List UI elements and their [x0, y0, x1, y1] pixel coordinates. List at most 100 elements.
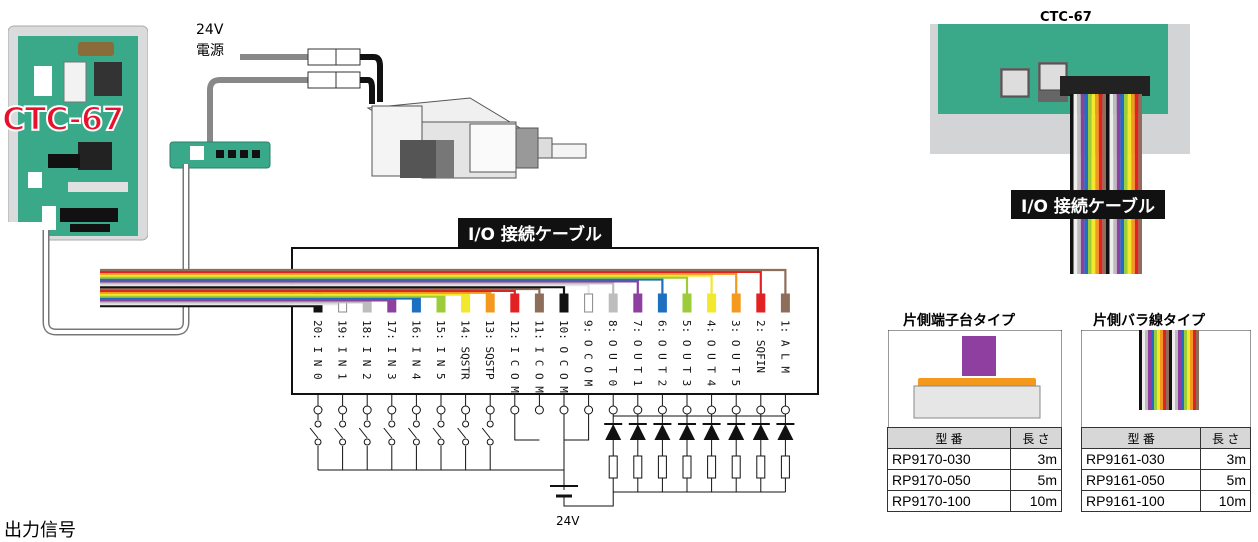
- wire-end: [658, 294, 666, 312]
- loose-type-photo: [1081, 330, 1251, 428]
- pin-label: 3: O U T 5: [729, 320, 742, 386]
- ribbon-wire: [1110, 94, 1114, 274]
- model-cell: RP9161-050: [1082, 470, 1201, 491]
- load-resistor: [781, 456, 789, 478]
- pin-label: 7: O U T 1: [631, 320, 644, 386]
- terminal-circle: [560, 406, 568, 414]
- ribbon-wire: [1172, 330, 1175, 410]
- ribbon-wire: [1128, 94, 1132, 274]
- terminal-circle: [683, 406, 691, 414]
- terminal-circle: [412, 406, 420, 414]
- ribbon-wire: [1135, 94, 1139, 274]
- load-resistor: [732, 456, 740, 478]
- load-resistor: [634, 456, 642, 478]
- terminal-circle: [535, 406, 543, 414]
- load-resistor: [708, 456, 716, 478]
- terminal-circle: [339, 406, 347, 414]
- length-cell: 5m: [1010, 470, 1061, 491]
- ribbon-wire: [1084, 94, 1088, 274]
- model-cell: RP9170-030: [888, 449, 1011, 470]
- ribbon-wire: [1070, 94, 1074, 274]
- ribbon-wire: [1120, 94, 1124, 274]
- terminal-circle: [314, 406, 322, 414]
- terminal-circle: [757, 406, 765, 414]
- terminal-circle: [511, 406, 519, 414]
- ribbon-wire: [1154, 330, 1157, 410]
- ribbon-wire: [1169, 330, 1172, 410]
- pin-label: 19: I N 1: [336, 320, 349, 380]
- ribbon-wire: [1074, 94, 1078, 274]
- load-resistor: [658, 456, 666, 478]
- wire-end: [486, 294, 494, 312]
- wire-end: [683, 294, 691, 312]
- ribbon-wire: [1131, 94, 1135, 274]
- pin-label: 13: SQSTP: [483, 320, 496, 380]
- wire-end: [462, 294, 470, 312]
- switch-contact: [340, 439, 346, 445]
- model-cell: RP9161-030: [1082, 449, 1201, 470]
- wire-end: [708, 294, 716, 312]
- switch-contact: [463, 439, 469, 445]
- ribbon-wire: [1187, 330, 1190, 410]
- load-resistor: [757, 456, 765, 478]
- table-header-row: 型 番長 さ: [888, 428, 1062, 449]
- loose-type-title: 片側バラ線タイプ: [1093, 310, 1205, 330]
- ribbon-wire: [1163, 330, 1166, 410]
- ribbon-wire: [1145, 330, 1148, 410]
- pin-label: 12: I C O M: [508, 320, 521, 393]
- switch-contact: [315, 439, 321, 445]
- switch-contact: [487, 421, 493, 427]
- wire-end: [511, 294, 519, 312]
- pin-label: 10: O C O M: [557, 320, 570, 393]
- ribbon-wire: [1138, 94, 1142, 274]
- ribbon-wire: [1081, 94, 1085, 274]
- product-photo: [930, 24, 1190, 274]
- product-photo-title: CTC-67: [1040, 10, 1092, 25]
- ribbon-wire: [1077, 94, 1081, 274]
- length-cell: 10m: [1010, 491, 1061, 512]
- terminal-circle: [585, 406, 593, 414]
- pin-label: 1: A L M: [778, 320, 791, 373]
- pin-label: 20: I N 0: [311, 320, 324, 380]
- switch-contact: [487, 439, 493, 445]
- wire-end: [634, 294, 642, 312]
- wire-end: [757, 294, 765, 312]
- switch-contact: [438, 421, 444, 427]
- terminal-circle: [609, 406, 617, 414]
- col-length-header: 長 さ: [1201, 428, 1251, 449]
- load-resistor: [609, 456, 617, 478]
- col-model-header: 型 番: [888, 428, 1011, 449]
- pin-label: 14: SQSTR: [459, 320, 472, 380]
- switch-contact: [389, 439, 395, 445]
- ribbon-wire: [1184, 330, 1187, 410]
- ribbon-wire: [1193, 330, 1196, 410]
- terminal-circle: [486, 406, 494, 414]
- length-cell: 3m: [1010, 449, 1061, 470]
- pin-label: 4: O U T 4: [705, 320, 718, 387]
- ribbon-wire: [1160, 330, 1163, 410]
- pin-label: 17: I N 3: [385, 320, 398, 380]
- ribbon-wire: [1102, 94, 1106, 274]
- switch-contact: [364, 439, 370, 445]
- pin-label: 18: I N 2: [360, 320, 373, 380]
- model-cell: RP9161-100: [1082, 491, 1201, 512]
- switch-contact: [315, 421, 321, 427]
- wire-end: [732, 294, 740, 312]
- photo-cable-title: I/O 接続ケーブル: [1011, 190, 1165, 219]
- ribbon-wire: [1157, 330, 1160, 410]
- col-model-header: 型 番: [1082, 428, 1201, 449]
- supply-return: [564, 492, 613, 506]
- length-cell: 3m: [1201, 449, 1251, 470]
- terminal-circle: [732, 406, 740, 414]
- io-pin-diagram: 20: I N 0 19: I N 1 18: I N 2 17: I N 3 16: …: [0, 0, 860, 530]
- ribbon-wire: [1124, 94, 1128, 274]
- pin-label: 16: I N 4: [409, 320, 422, 380]
- wire-end: [585, 294, 593, 312]
- terminal-circle: [388, 406, 396, 414]
- load-resistor: [683, 456, 691, 478]
- ribbon-wire: [1092, 94, 1096, 274]
- ribbon-wire: [1117, 94, 1121, 274]
